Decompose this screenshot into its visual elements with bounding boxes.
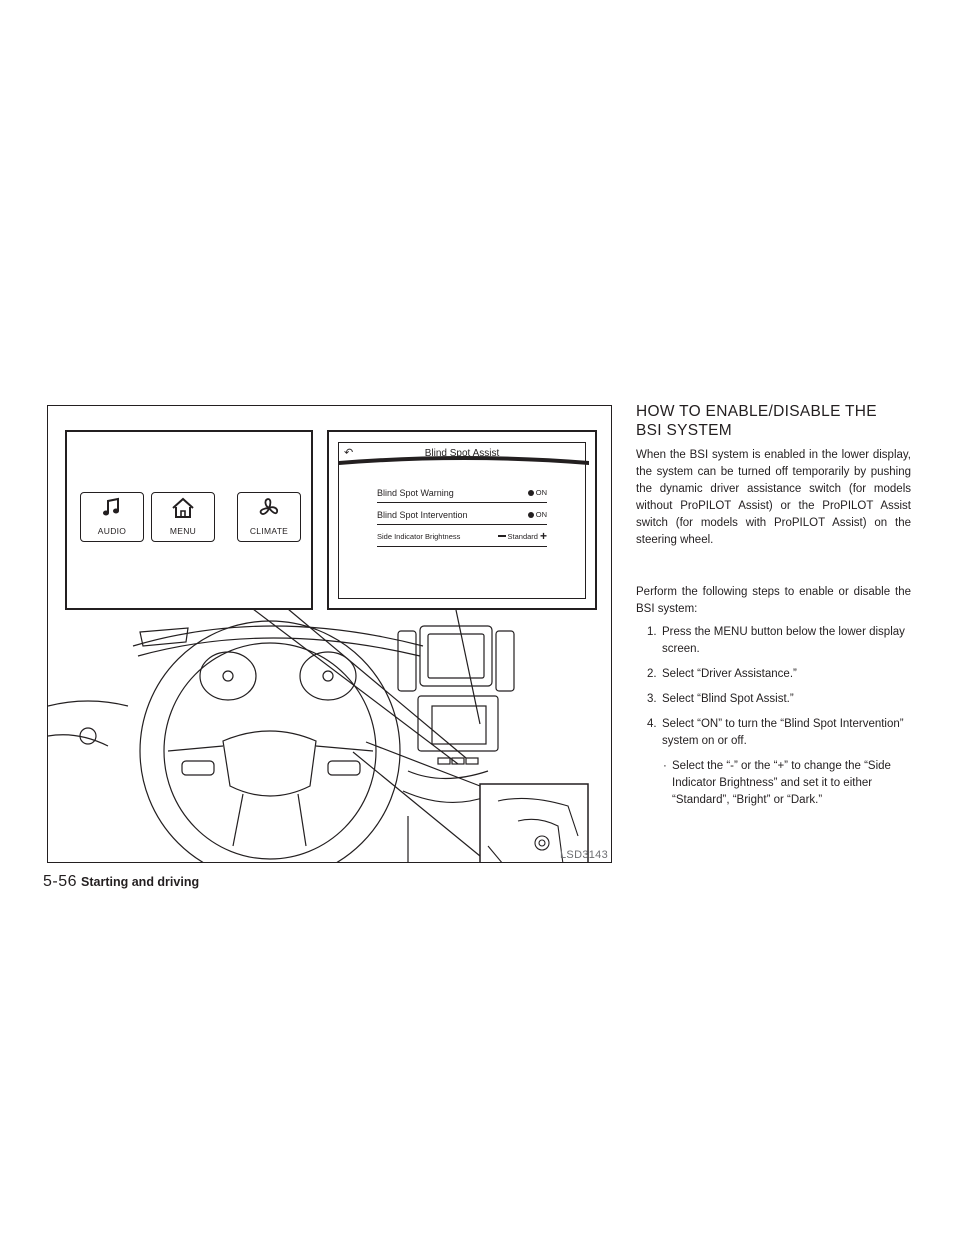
setting-name: Blind Spot Intervention bbox=[377, 510, 468, 520]
audio-button[interactable]: AUDIO bbox=[80, 492, 144, 542]
setting-row-blind-spot-intervention[interactable]: Blind Spot Intervention ON bbox=[377, 509, 547, 525]
intro-paragraph: When the BSI system is enabled in the lo… bbox=[636, 449, 911, 546]
dashboard-illustration bbox=[48, 608, 589, 862]
audio-button-label: AUDIO bbox=[97, 526, 127, 536]
figure-code: LSD3143 bbox=[560, 849, 608, 861]
list-item: 3.Select “Blind Spot Assist.” bbox=[647, 693, 794, 705]
steps-intro-paragraph: Perform the following steps to enable or… bbox=[636, 586, 911, 615]
page-number: 5-56 bbox=[43, 873, 78, 890]
setting-name: Side Indicator Brightness bbox=[377, 532, 461, 541]
setting-value[interactable]: ON bbox=[527, 488, 547, 497]
screen-title: Blind Spot Assist bbox=[424, 448, 500, 459]
setting-value: Standard+ bbox=[497, 529, 547, 543]
minus-icon[interactable] bbox=[497, 534, 506, 537]
list-item: 2.Select “Driver Assistance.” bbox=[647, 668, 797, 680]
menu-button-label: MENU bbox=[169, 526, 197, 536]
illustration-figure: AUDIO MENU bbox=[47, 405, 612, 863]
toggle-dot-icon bbox=[527, 489, 534, 496]
setting-name: Blind Spot Warning bbox=[377, 488, 454, 498]
list-item: 4.Select “ON” to turn the “Blind Spot In… bbox=[647, 718, 904, 747]
climate-button-label: CLIMATE bbox=[249, 526, 289, 536]
blind-spot-assist-screen: ↶ Blind Spot Assist Blind Spot Warning O… bbox=[338, 442, 589, 599]
header-arc bbox=[339, 456, 589, 465]
toggle-dot-icon bbox=[527, 511, 534, 518]
menu-button[interactable]: MENU bbox=[151, 492, 215, 542]
list-subitem: ·Select the “-” or the “+” to change the… bbox=[663, 760, 891, 806]
steps-list: 1.Press the MENU button below the lower … bbox=[636, 624, 911, 809]
plus-icon[interactable]: + bbox=[539, 529, 547, 543]
lower-display-callout: AUDIO MENU bbox=[65, 430, 313, 610]
chapter-title: Starting and driving bbox=[81, 875, 200, 889]
section-heading: HOW TO ENABLE/DISABLE THE BSI SYSTEM bbox=[636, 403, 877, 439]
back-arrow-icon[interactable]: ↶ bbox=[344, 446, 354, 459]
fan-icon bbox=[259, 498, 279, 515]
upper-display-callout: ↶ Blind Spot Assist Blind Spot Warning O… bbox=[327, 430, 597, 610]
setting-row-side-indicator-brightness[interactable]: Side Indicator Brightness Standard+ bbox=[377, 529, 547, 547]
list-item: 1.Press the MENU button below the lower … bbox=[647, 626, 905, 655]
music-note-icon bbox=[103, 497, 119, 516]
climate-button[interactable]: CLIMATE bbox=[237, 492, 301, 542]
home-icon bbox=[172, 497, 194, 518]
setting-row-blind-spot-warning[interactable]: Blind Spot Warning ON bbox=[377, 487, 547, 503]
setting-value[interactable]: ON bbox=[527, 510, 547, 519]
